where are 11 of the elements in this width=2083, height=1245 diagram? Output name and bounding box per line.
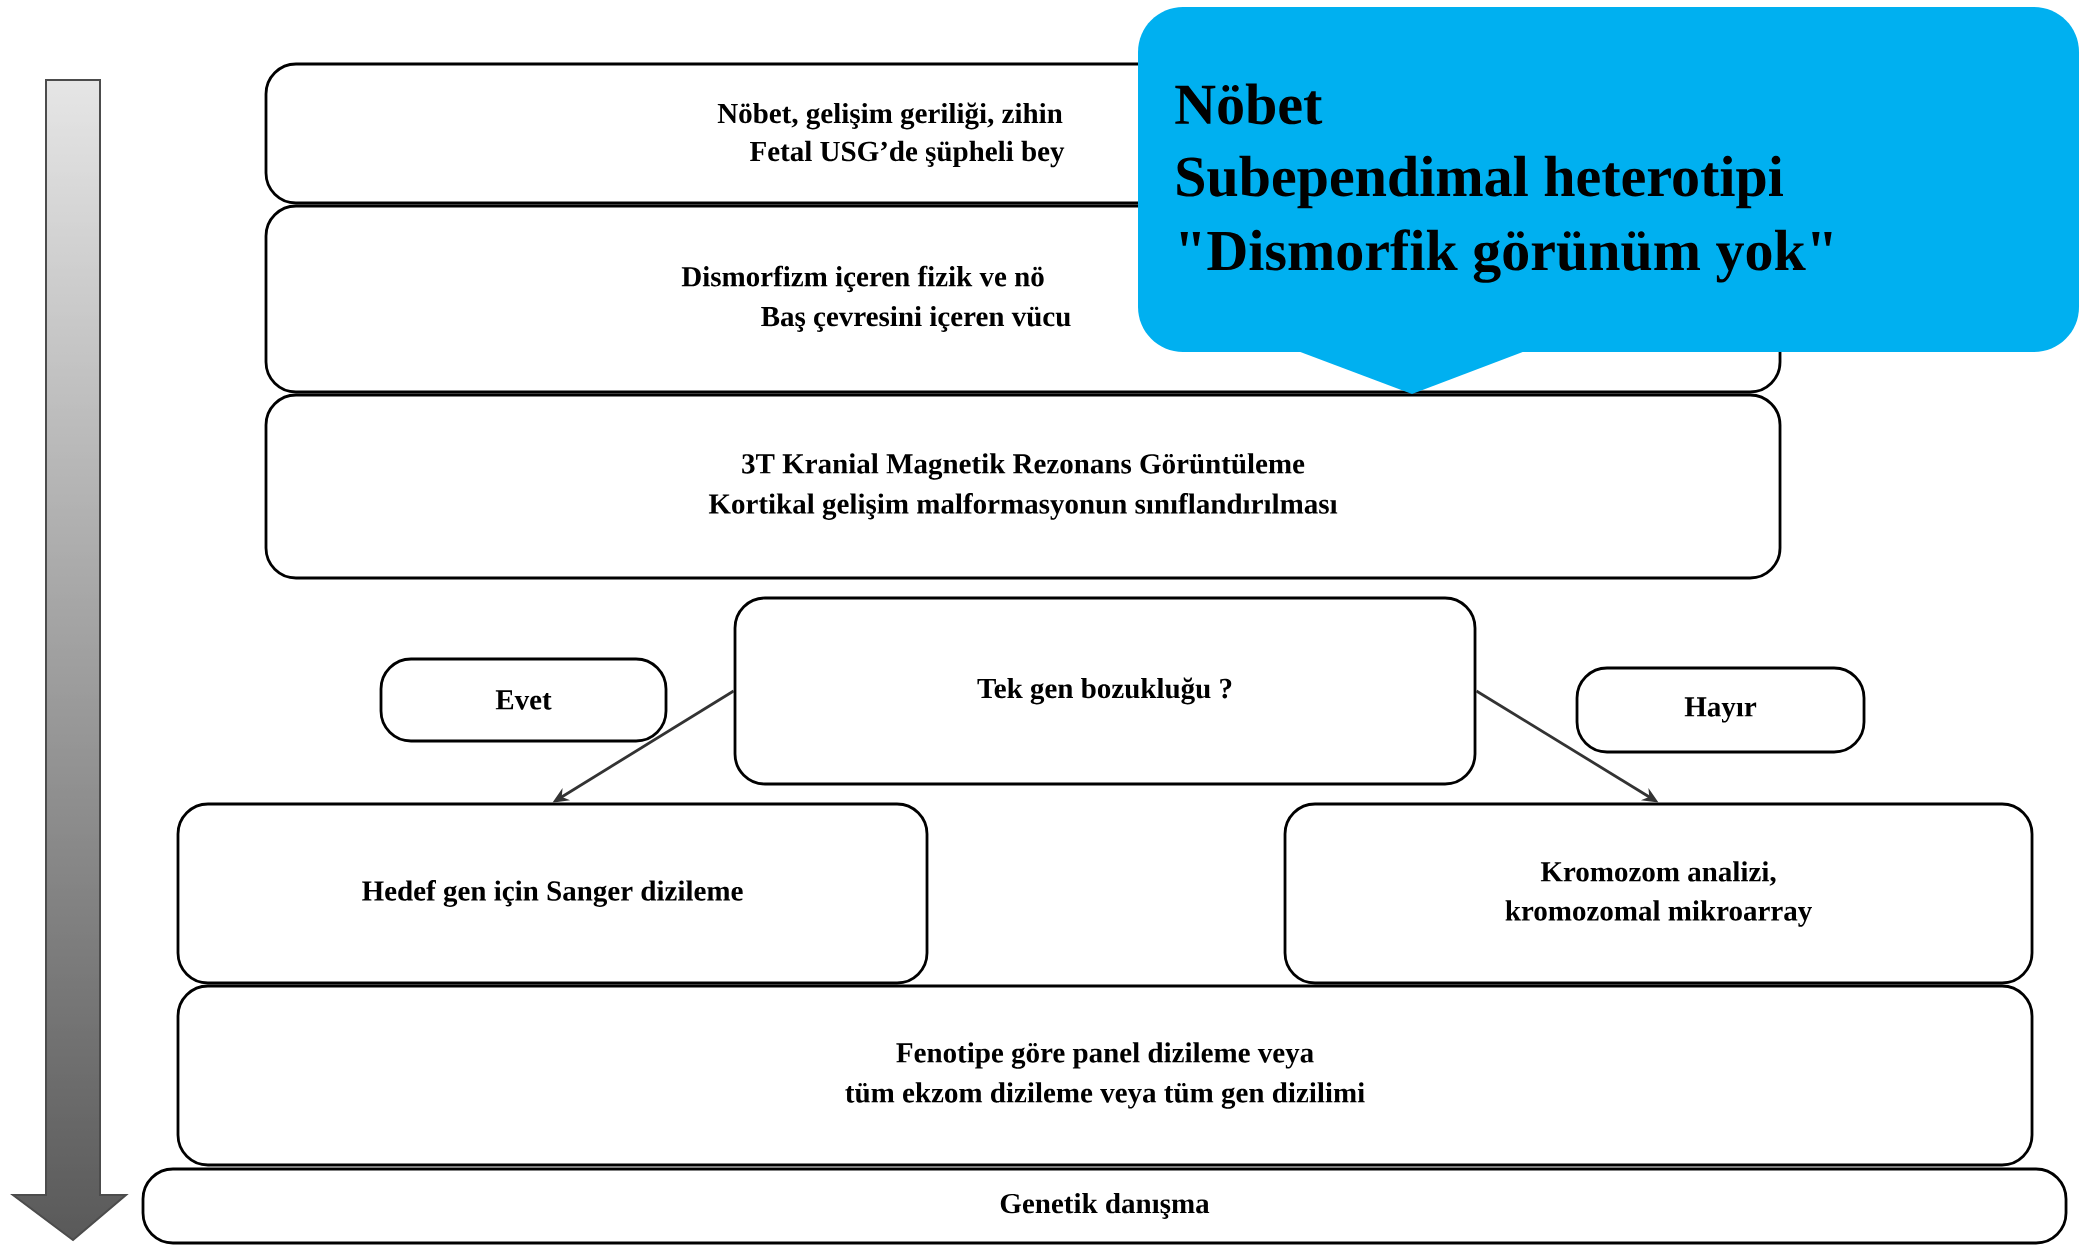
- process-box: Dismorfizm içeren fizik ve nö Baş çevresini içeren vücu: [264, 204, 1138, 394]
- process-box: Genetik danışma: [141, 1167, 2068, 1245]
- process-box: Tek gen bozukluğu ?: [733, 596, 1477, 786]
- process-box: Nöbet, gelişim geriliği, zihin Fetal USG’de şüpheli bey: [264, 62, 1138, 205]
- process-box: Evet: [379, 657, 668, 743]
- speech-bubble: Nöbet Subependimal heterotipi "Dismorfik görünüm yok": [1138, 7, 2079, 394]
- process-box: 3T Kranial Magnetik Rezonans Görüntüleme Kortikal gelişim malformasyonun sınıflandırılması: [264, 393, 1782, 580]
- process-box: Hayır: [1575, 666, 1866, 754]
- process-box: Fenotipe göre panel dizileme veya tüm ekzom dizileme veya tüm gen dizilimi: [176, 984, 2034, 1167]
- process-box: Kromozom analizi, kromozomal mikroarray: [1283, 802, 2034, 985]
- process-box: Hedef gen için Sanger dizileme: [176, 802, 929, 985]
